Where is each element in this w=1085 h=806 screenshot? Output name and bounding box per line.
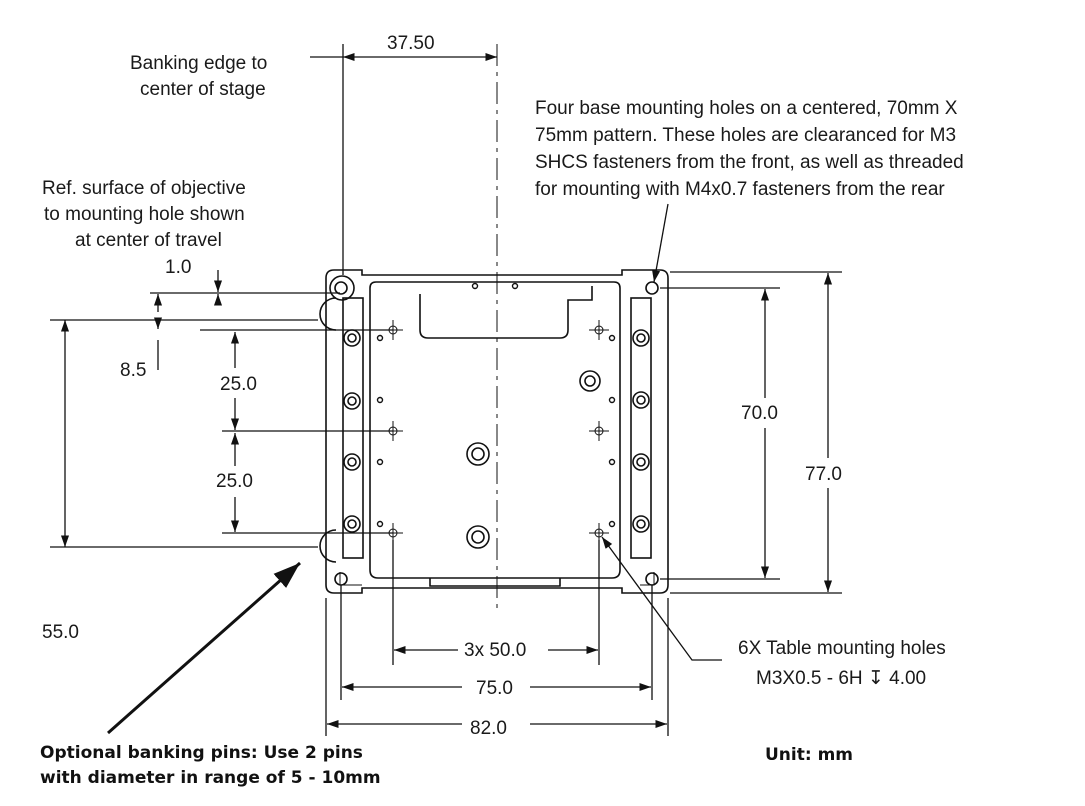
table-holes-note-line1: 6X Table mounting holes	[738, 638, 946, 659]
dim-82	[325, 598, 669, 736]
dim-25-upper-label: 25.0	[220, 374, 257, 395]
leader-lines	[107, 203, 722, 735]
base-holes-note-line3: SHCS fasteners from the front, as well a…	[535, 152, 964, 173]
dim-left-stack	[150, 292, 393, 534]
banking-pins-note-line2: with diameter in range of 5 - 10mm	[40, 768, 381, 788]
dim-3x50	[392, 540, 600, 665]
dim-37-50	[310, 44, 497, 275]
dim-1-0-label: 1.0	[165, 257, 191, 278]
dim-70	[660, 287, 780, 580]
small-holes	[376, 282, 616, 528]
dim-37-50-label: 37.50	[387, 33, 435, 54]
banking-edge-note-line2: center of stage	[140, 79, 266, 100]
base-holes-note-line1: Four base mounting holes on a centered, …	[535, 98, 958, 119]
dim-55-label: 55.0	[42, 622, 79, 643]
ref-surface-note-line3: at center of travel	[75, 230, 222, 251]
table-mounting-holes	[383, 320, 609, 543]
table-holes-note-line2: M3X0.5 - 6H ↧ 4.00	[756, 668, 926, 689]
dim-77-label: 77.0	[805, 464, 842, 485]
dim-3x50-label: 3x 50.0	[464, 640, 526, 661]
base-holes-note-line2: 75mm pattern. These holes are clearanced…	[535, 125, 956, 146]
unit-label: Unit: mm	[765, 745, 853, 765]
dim-77	[670, 271, 842, 594]
dim-70-label: 70.0	[741, 403, 778, 424]
side-screws	[343, 329, 650, 533]
dim-55	[50, 319, 318, 548]
ref-surface-note-line1: Ref. surface of objective	[42, 178, 246, 199]
base-holes-note-line4: for mounting with M4x0.7 fasteners from …	[535, 179, 945, 200]
ref-surface-note-line2: to mounting hole shown	[44, 204, 245, 225]
banking-pins	[319, 297, 337, 563]
dim-8-5-label: 8.5	[120, 360, 146, 381]
stage-body	[325, 269, 669, 594]
counterbored-holes	[466, 370, 601, 549]
dim-82-label: 82.0	[470, 718, 507, 739]
dim-25-lower-label: 25.0	[216, 471, 253, 492]
dim-75-label: 75.0	[476, 678, 513, 699]
dim-75	[340, 585, 653, 700]
banking-pins-note-line1: Optional banking pins: Use 2 pins	[40, 743, 363, 763]
banking-edge-note-line1: Banking edge to	[130, 53, 267, 74]
